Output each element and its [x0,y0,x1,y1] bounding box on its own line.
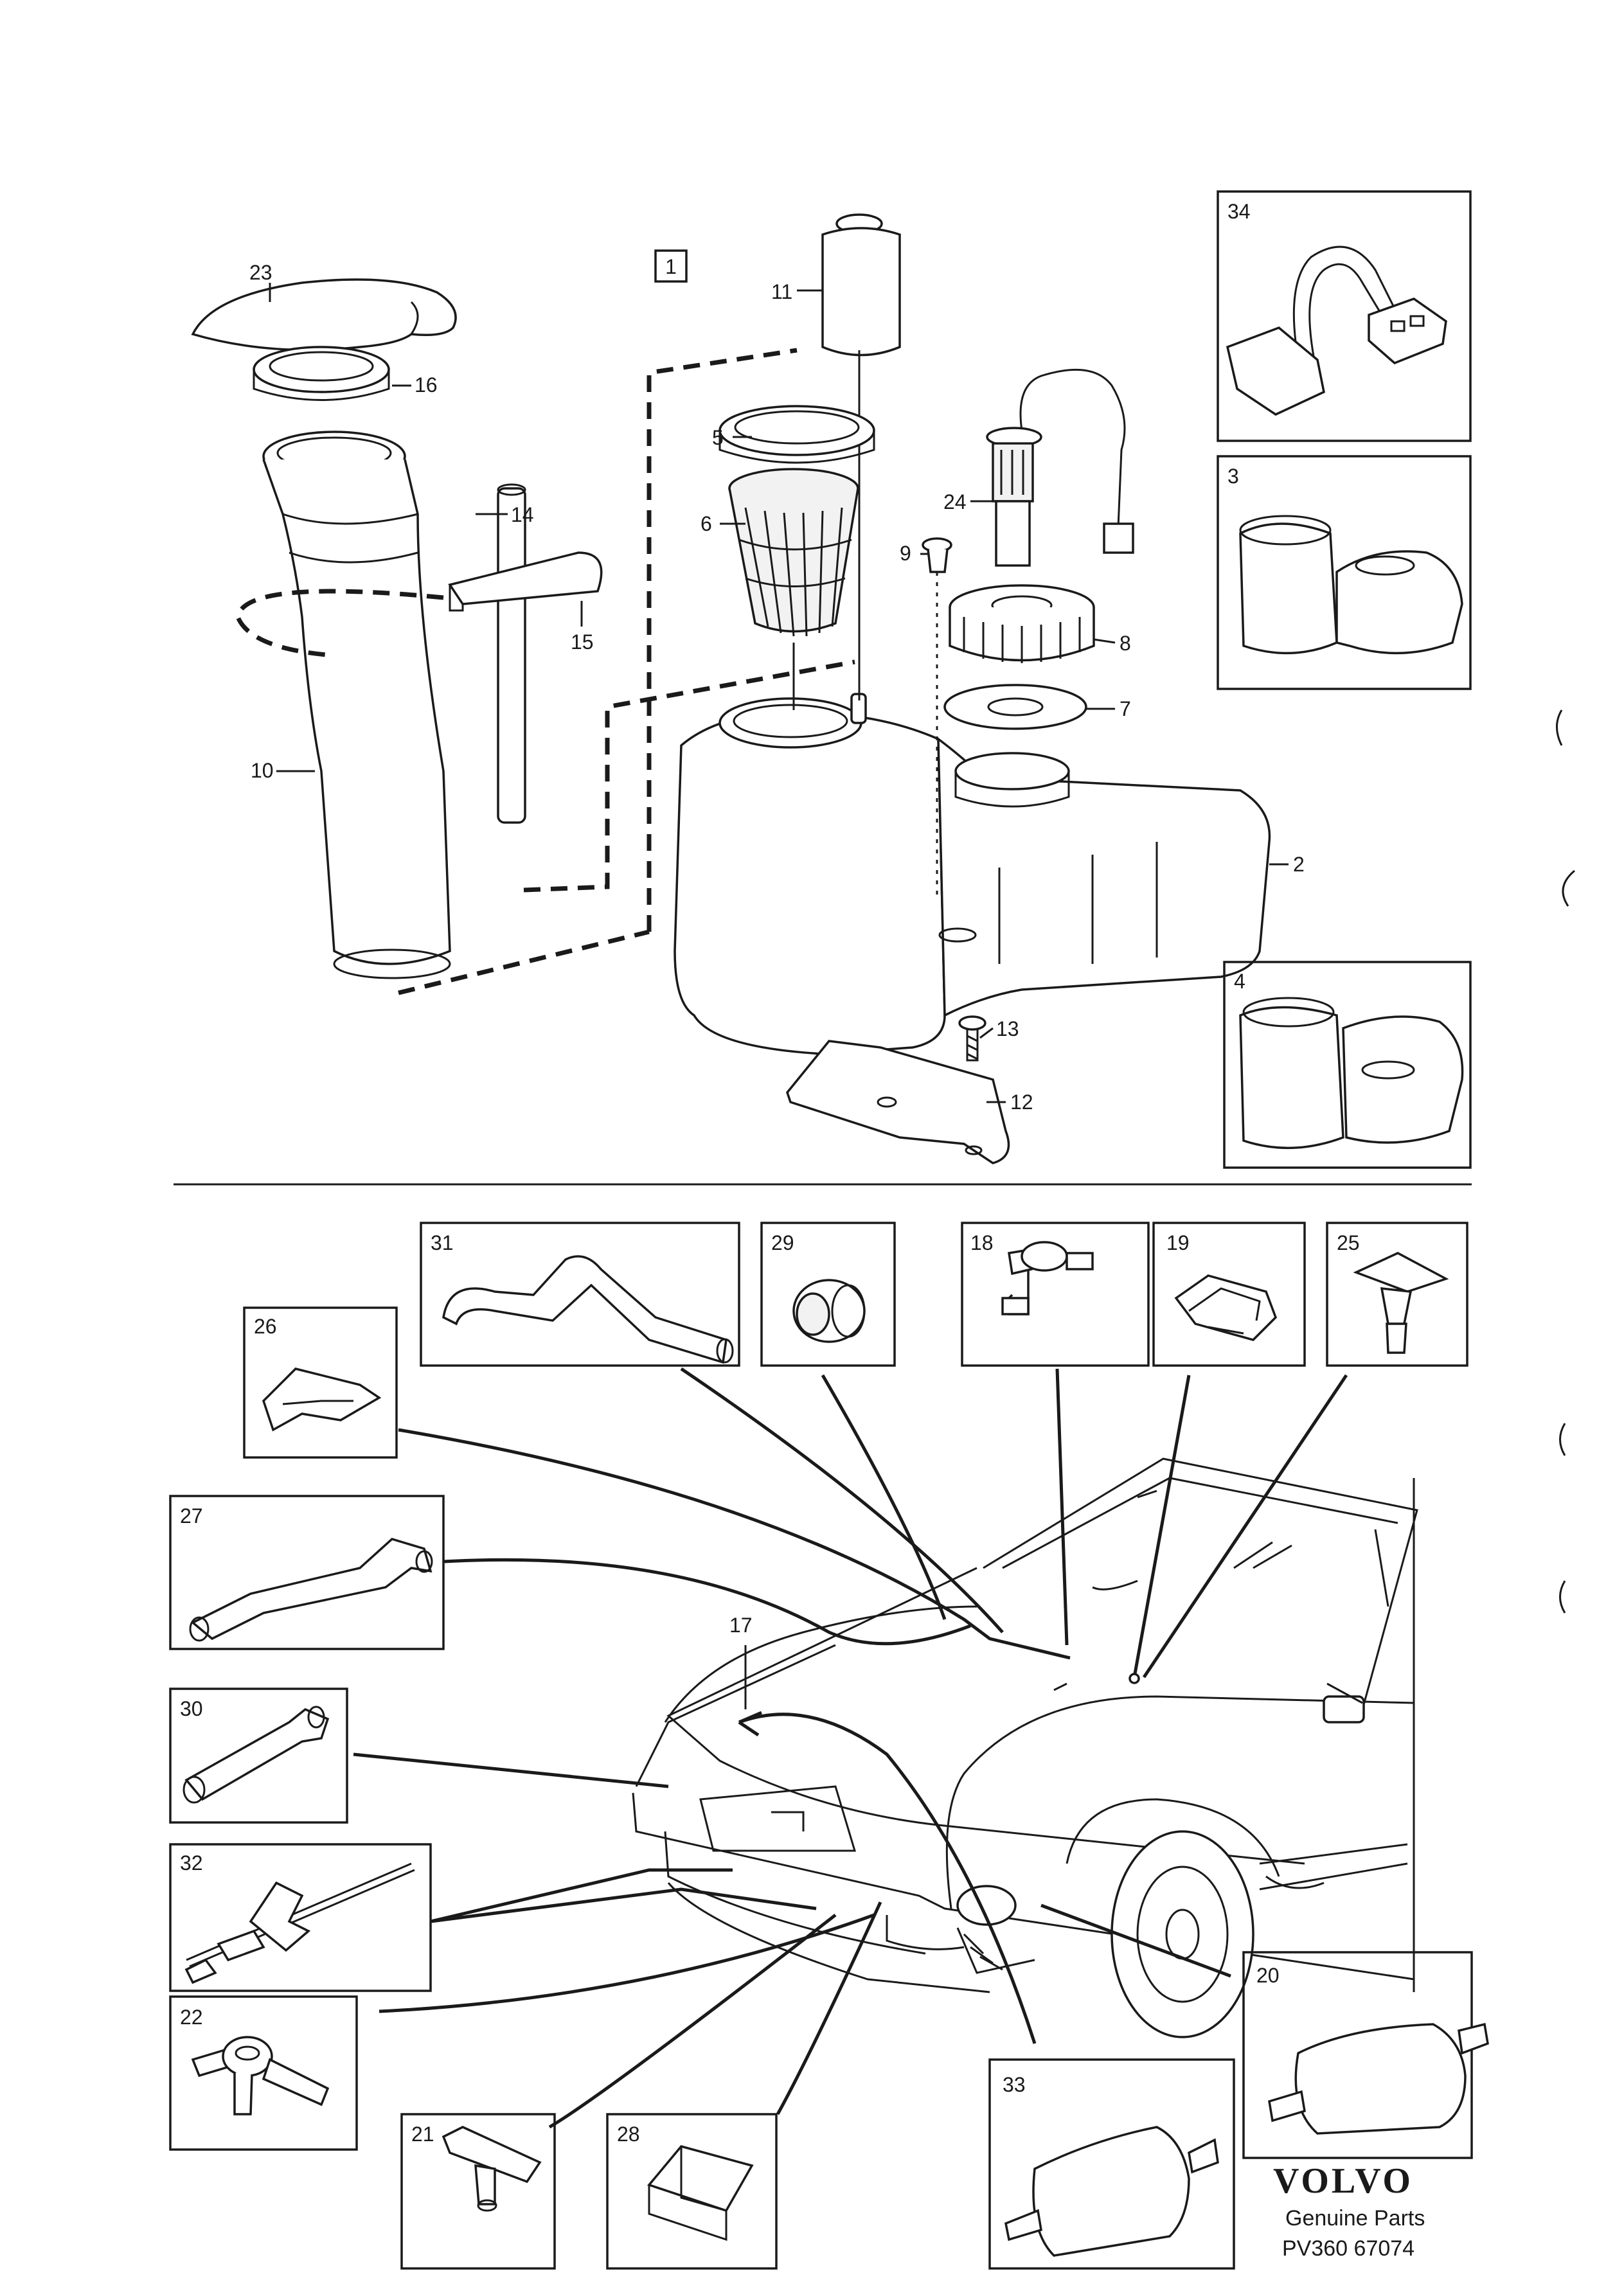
brand-caption: Genuine Parts [1285,2206,1425,2231]
callout-23: 12 [1010,1091,1033,1114]
grommet-plug [922,537,952,900]
bracket-screw [958,1015,986,1062]
washer-pump [821,213,901,357]
callout-13: 15 [571,630,594,654]
mounting-bracket [786,1040,1010,1164]
tie-strap [448,551,603,612]
box-25-label: 25 [1337,1231,1360,1254]
part-box-21: 21 [400,2113,556,2270]
part-box-25: 25 [1326,1222,1468,1367]
part-box-29: 29 [760,1222,896,1367]
box-19-label: 19 [1166,1231,1190,1254]
callout-5: 5 [712,426,724,449]
cap-gasket [943,684,1087,730]
margin-mark [1562,869,1575,907]
filler-collar [253,346,390,401]
reservoir-cap [949,584,1095,663]
washer-tank [674,693,1271,1055]
callout-2: 2 [1293,853,1305,876]
callout-6: 6 [700,512,712,535]
part-box-31: 31 [420,1222,740,1367]
box-31-label: 31 [431,1231,454,1254]
callout-16: 24 [943,490,967,513]
brand-logo: VOLVO [1273,2161,1413,2201]
box-21-label: 21 [411,2123,434,2146]
callout-8: 8 [1120,632,1131,655]
box-32-label: 32 [180,1851,203,1875]
hose-17 [738,1713,1037,2044]
box-18-label: 18 [970,1231,994,1254]
callout-24: 13 [996,1017,1019,1040]
part-box-30: 30 [169,1688,348,1824]
hose-label-17: 17 [729,1614,753,1637]
box-4-label: 4 [1234,970,1245,993]
callout-11: 10 [251,759,274,782]
part-box-33: 33 [988,2058,1235,2270]
brand-reference: PV360 67074 [1282,2236,1414,2261]
callout-10: 11 [771,280,792,303]
box-30-label: 30 [180,1697,203,1720]
part-box-19: 19 [1152,1222,1306,1367]
box-26-label: 26 [254,1315,277,1338]
variant-box-3: 3 [1217,455,1472,690]
frame-label-text: 1 [665,255,677,278]
margin-mark [1559,1580,1566,1614]
part-box-22: 22 [169,1995,358,2151]
part-box-26: 26 [243,1306,398,1459]
margin-mark [1559,1423,1566,1456]
car-outline [632,1457,1418,2038]
callout-12: 14 [511,503,534,526]
callout-14: 16 [415,373,438,396]
box-22-label: 22 [180,2006,203,2029]
box-27-label: 27 [180,1504,203,1527]
part-box-32: 32 [169,1843,432,1992]
box-3-label: 3 [1227,465,1239,488]
margin-mark [1556,709,1563,746]
level-sensor [986,368,1134,567]
filler-cap [191,278,457,352]
brand-block: VOLVO Genuine Parts PV360 67074 [1273,2161,1425,2261]
breather-tube [497,483,526,824]
variant-box-34: 34 [1217,190,1472,442]
strainer-basket [728,468,859,637]
callout-15: 23 [249,261,272,284]
frame-label: 1 [654,249,688,283]
box-28-label: 28 [617,2123,640,2146]
box-29-label: 29 [771,1231,794,1254]
variant-box-4: 4 [1223,961,1472,1169]
pump-seal-ring [718,405,875,464]
callout-7: 7 [1120,697,1131,720]
part-box-27: 27 [169,1495,445,1650]
upper-callouts: 11 5 6 24 9 8 7 2 14 15 16 23 10 13 12 [249,261,1305,1114]
part-box-20: 20 [1242,1951,1489,2159]
callout-9: 9 [900,542,911,565]
box-34-label: 34 [1227,200,1251,223]
box-20-label: 20 [1256,1964,1280,1987]
part-box-28: 28 [606,2113,778,2270]
part-box-18: 18 [961,1222,1150,1367]
filler-pipe [262,431,451,979]
box-33-label: 33 [1003,2073,1026,2096]
